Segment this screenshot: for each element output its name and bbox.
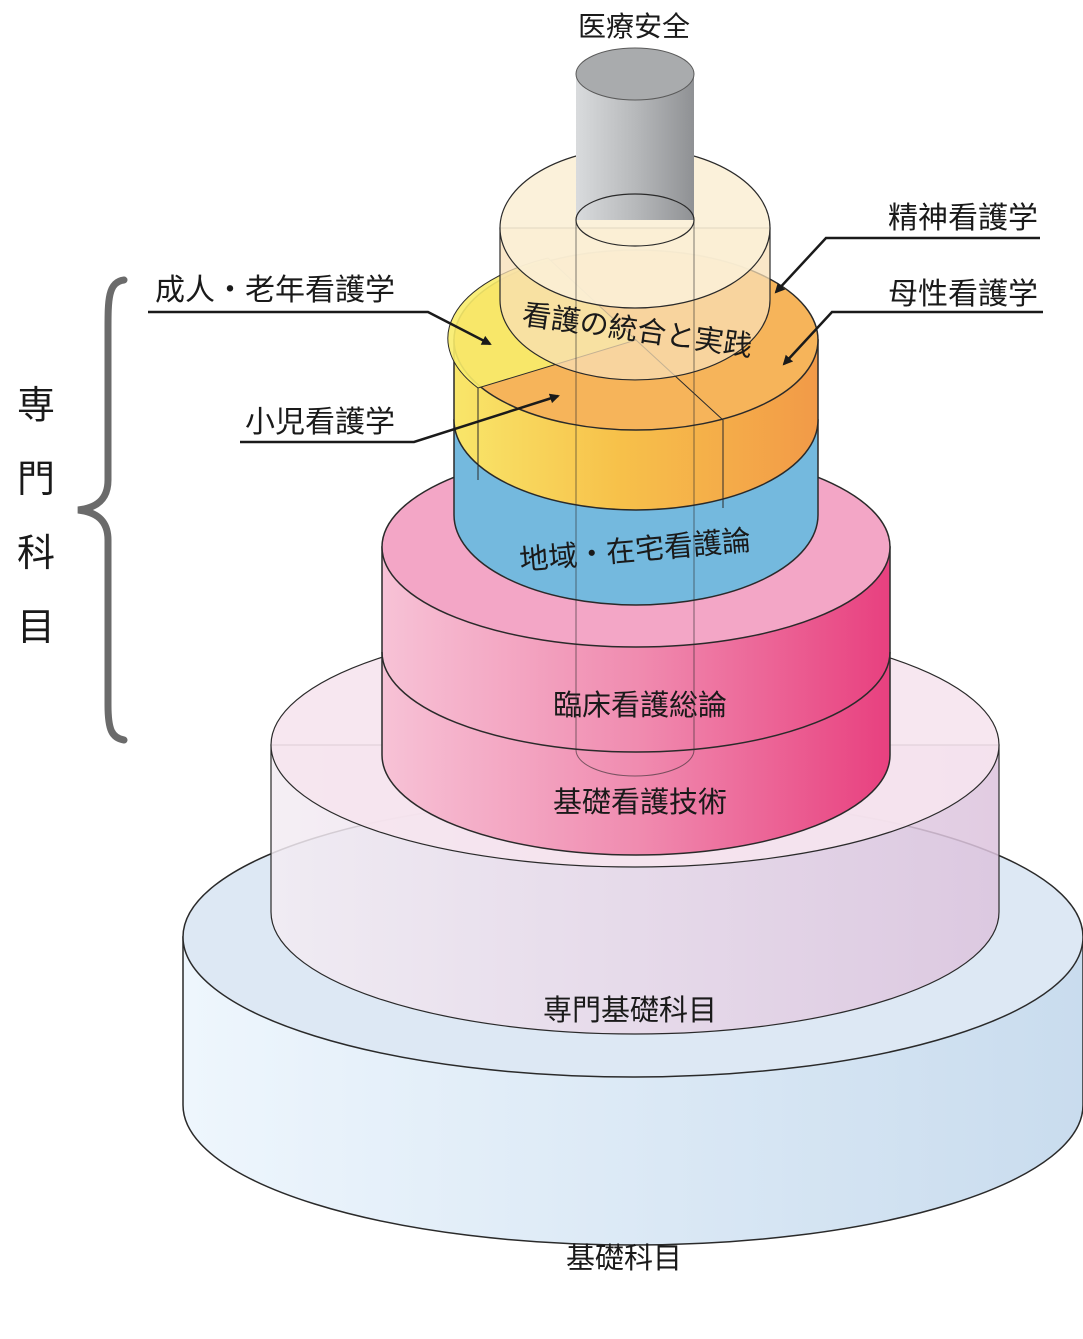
- tier-kiso-kango-label: 基礎看護技術: [553, 785, 727, 819]
- tier-cream: 看護の統合と実践: [499, 147, 771, 381]
- callout-seijin-label: 成人・老年看護学: [155, 273, 395, 308]
- side-label-char-3: 科: [17, 531, 55, 575]
- side-brace: [77, 276, 128, 744]
- callout-seishin: 精神看護学: [774, 201, 1040, 294]
- tier-senmon-kiso-label: 専門基礎科目: [543, 993, 717, 1027]
- tier-rinsho-label: 臨床看護総論: [553, 688, 727, 722]
- side-label: 専 門 科 目: [17, 383, 55, 649]
- callout-seijin: 成人・老年看護学: [148, 273, 492, 346]
- callout-shoni: 小児看護学: [240, 393, 560, 444]
- callout-bosei-label: 母性看護学: [888, 277, 1038, 312]
- tier-base-label: 基礎科目: [566, 1241, 682, 1275]
- callout-seishin-label: 精神看護学: [888, 201, 1038, 236]
- top-label: 医療安全: [578, 10, 690, 43]
- pillar-iryo-anzen: 医療安全: [575, 10, 695, 777]
- side-label-char-4: 目: [17, 605, 55, 649]
- callout-shoni-label: 小児看護学: [245, 405, 395, 440]
- side-label-char-2: 門: [17, 457, 55, 501]
- side-label-char-1: 専: [17, 383, 55, 427]
- callout-bosei: 母性看護学: [782, 277, 1043, 366]
